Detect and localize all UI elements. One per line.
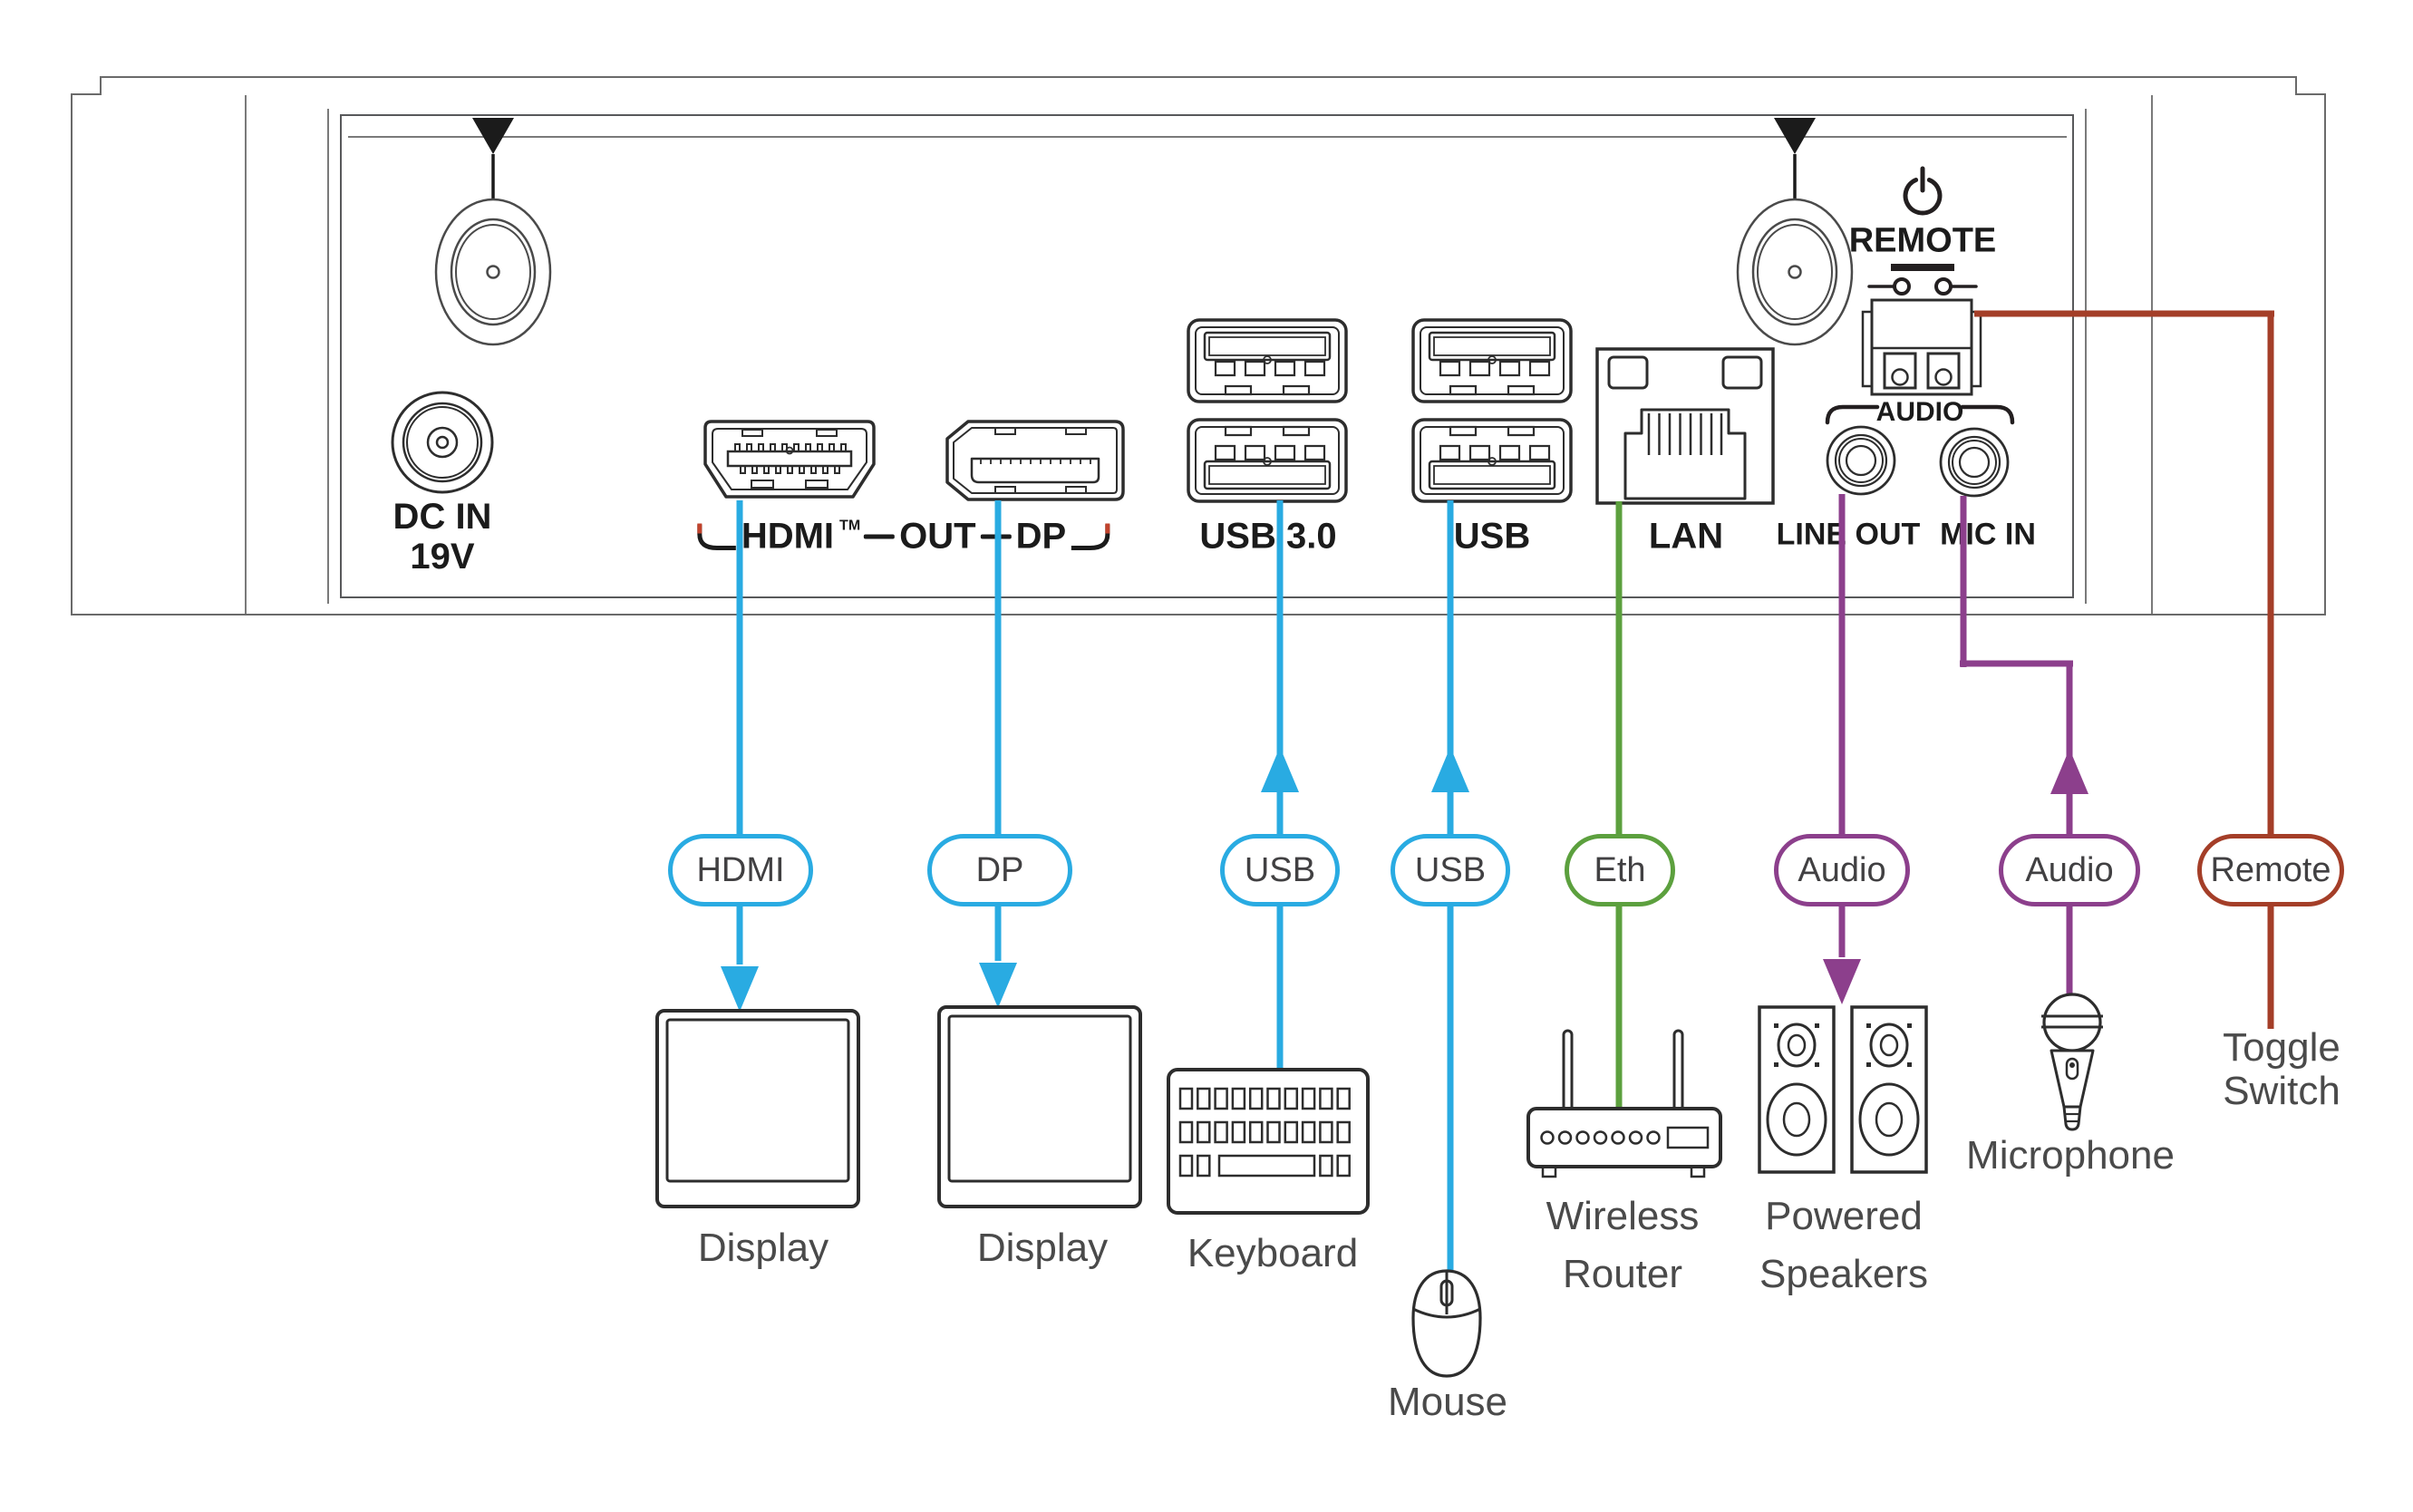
audio-bracket-icon — [1825, 399, 2015, 424]
line-out-cable-line — [1838, 494, 1846, 957]
dp-cable-line — [994, 500, 1002, 961]
mic-in-jack-icon — [1936, 424, 2012, 500]
display2-label: Display — [976, 1226, 1109, 1270]
remote-cable-line-horizontal — [1974, 310, 2274, 317]
label-dash — [864, 534, 896, 539]
usb-port-top-icon — [1411, 318, 1573, 403]
mouse-label: Mouse — [1387, 1380, 1508, 1424]
out-label: OUT — [899, 516, 976, 557]
mic-in-label: MIC IN — [1940, 517, 2036, 552]
microphone-icon — [2036, 988, 2108, 1133]
chassis-top-lip — [100, 76, 2297, 95]
dp-arrow-down-icon — [979, 963, 1017, 1008]
remote-terminal-block-icon — [1863, 297, 1981, 399]
microphone-label: Microphone — [1966, 1133, 2175, 1178]
bracket-right-icon — [1071, 523, 1112, 550]
keyboard-icon — [1166, 1067, 1371, 1216]
hdmi-cable-line — [736, 500, 743, 964]
usb3-port-top-icon — [1187, 318, 1348, 403]
audio-in-connector-pill: Audio — [1999, 834, 2140, 906]
hdmi-arrow-down-icon — [721, 966, 759, 1012]
mic-cable-line-lower — [2066, 661, 2073, 995]
mic-cable-line-horizontal — [1960, 660, 2073, 667]
eth-connector-pill: Eth — [1565, 834, 1675, 906]
remote-connector-pill: Remote — [2197, 834, 2344, 906]
hdmi-port-icon — [699, 419, 880, 502]
remote-label: REMOTE — [1848, 221, 1997, 260]
line-out-jack-icon — [1823, 422, 1899, 499]
audio-label: AUDIO — [1875, 397, 1964, 427]
speaker-left-icon — [1757, 1004, 1836, 1175]
display1-icon — [654, 1008, 861, 1209]
usb-port-bottom-icon — [1411, 418, 1573, 503]
dc-in-jack-icon — [388, 388, 497, 497]
video-out-label: HDMI TM OUT DP — [695, 517, 1112, 557]
mouse-icon — [1406, 1269, 1488, 1378]
usb-arrow-up-icon — [1431, 747, 1469, 792]
usb3-connector-pill: USB — [1220, 834, 1340, 906]
chassis-left-bezel-line — [327, 109, 329, 604]
dp-label: DP — [1015, 516, 1067, 557]
chassis-right-cap-seam — [2151, 95, 2153, 614]
hdmi-label: HDMI — [741, 516, 835, 557]
usb-label: USB — [1453, 516, 1531, 557]
power-icon — [1900, 165, 1945, 219]
line-out-label: LINE OUT — [1776, 517, 1921, 552]
usb-connector-pill: USB — [1391, 834, 1510, 906]
bracket-left-icon — [695, 523, 737, 550]
antenna-connector-right-icon — [1731, 118, 1858, 352]
display1-label: Display — [697, 1226, 829, 1270]
front-panel-inner-top-line — [348, 136, 2067, 138]
chassis-left-cap-seam — [245, 95, 247, 614]
display2-icon — [936, 1004, 1143, 1209]
antenna-connector-left-icon — [430, 118, 557, 352]
keyboard-label: Keyboard — [1187, 1231, 1359, 1275]
displayport-port-icon — [939, 419, 1129, 502]
mic-cable-line-upper — [1960, 496, 1967, 667]
usb3-port-bottom-icon — [1187, 418, 1348, 503]
momentary-switch-symbol-icon — [1864, 264, 1982, 299]
ethernet-cable-line — [1615, 501, 1623, 1111]
usb3-label: USB 3.0 — [1199, 516, 1337, 557]
audio-arrow-down-icon — [1823, 959, 1861, 1004]
trademark-symbol: TM — [839, 518, 861, 533]
dp-connector-pill: DP — [927, 834, 1072, 906]
lan-port-icon — [1594, 346, 1776, 506]
speaker-right-icon — [1849, 1004, 1929, 1175]
hdmi-connector-pill: HDMI — [668, 834, 813, 906]
lan-label: LAN — [1648, 516, 1724, 557]
remote-cable-line-vertical — [2267, 311, 2274, 1029]
front-panel-face — [340, 114, 2074, 598]
usb3-arrow-up-icon — [1261, 747, 1299, 792]
chassis-right-bezel-line — [2085, 109, 2087, 604]
mic-arrow-up-icon — [2050, 749, 2088, 794]
audio-out-connector-pill: Audio — [1774, 834, 1910, 906]
wireless-router-icon — [1523, 1029, 1731, 1183]
